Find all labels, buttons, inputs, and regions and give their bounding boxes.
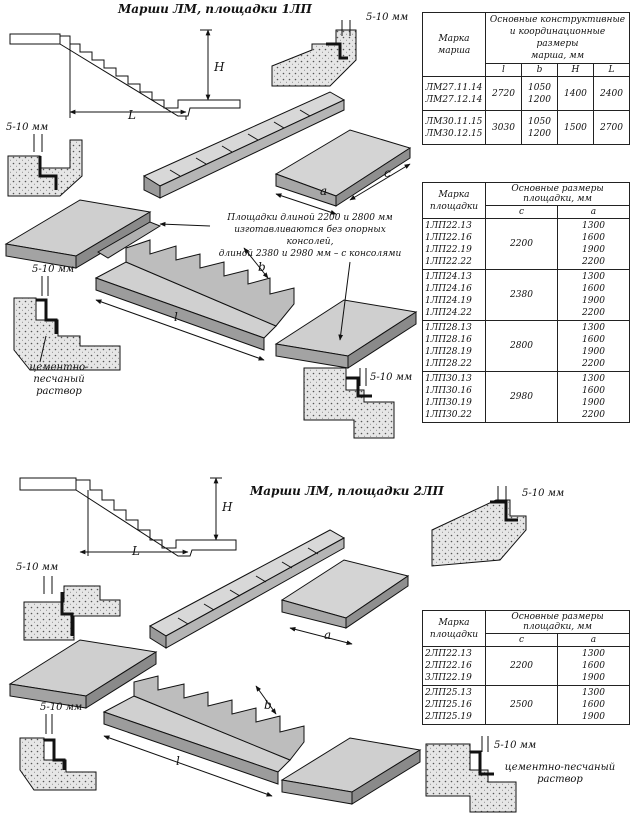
bottom-upper-flight [149,529,346,649]
bottom-upper-landing [280,559,410,645]
top-dim-H: H [214,60,225,74]
bottom-joint-detail-4 [425,736,517,813]
top-gap-label-2: 5-10 мм [6,122,49,133]
top-note-leaders [159,221,351,341]
table-row: 1ЛП24.13 1ЛП24.16 1ЛП24.19 1ЛП24.22 2380… [422,269,631,321]
landing-table-2-group: Основные размеры площадки, мм [485,610,630,634]
bottom-joint-detail-3 [19,714,97,791]
bottom-dim-b: b [264,698,272,712]
top-mortar-label: цементно-песчаный раствор [29,362,89,397]
bottom-joint-detail-2 [23,576,121,641]
march-table: Марка марша Основные конструктивные и ко… [422,12,631,145]
bottom-gap-label-1: 5-10 мм [522,488,565,499]
march-table-group: Основные конструктивные и координационны… [485,12,630,64]
landing-table-2-sub-a: a [556,633,631,647]
top-upper-flight [142,91,346,199]
landing-table-1lp: Марка площадки Основные размеры площадки… [422,182,631,423]
top-right-landing [274,299,418,369]
landing-table-2-col1: Марка площадки [422,610,486,647]
table-row: 1ЛП22.13 1ЛП22.16 1ЛП22.19 1ЛП22.22 2200… [422,218,631,270]
table-row: 2ЛП25.13 2ЛП25.16 2ЛП25.19 2500 1300 160… [422,685,631,725]
bottom-dim-l: l [176,754,180,768]
bottom-lower-landing [8,639,158,709]
table-row: 2ЛП22.13 2ЛП22.16 3ЛП22.19 2200 1300 160… [422,646,631,686]
top-lower-landing [4,199,162,269]
march-table-sub-l: l [485,63,522,77]
bottom-dim-a: a [324,628,332,642]
landing-table-sub-a: a [556,205,631,219]
bottom-gap-label-3: 5-10 мм [40,702,83,713]
bottom-dim-H: H [222,500,233,514]
landing-table-2lp: Марка площадки Основные размеры площадки… [422,610,631,725]
top-section-title: Марши ЛМ, площадки 1ЛП [118,2,312,16]
bottom-right-landing [280,737,422,805]
top-dim-l: l [174,310,178,324]
top-joint-detail-3 [13,276,121,371]
bottom-joint-detail-1 [431,486,527,567]
march-table-sub-b: b [520,63,558,77]
top-joint-detail-2 [7,134,83,197]
bottom-mortar-label: цементно-песчаный раствор [504,762,616,785]
top-dim-a: a [320,184,328,198]
bottom-march-elevation [19,477,237,557]
march-table-sub-L: L [592,63,631,77]
top-upper-landing [274,129,412,215]
top-joint-detail-4 [303,367,395,439]
table-row: 1ЛП28.13 1ЛП28.16 1ЛП28.19 1ЛП28.22 2800… [422,320,631,372]
top-gap-label-3: 5-10 мм [32,264,75,275]
table-row: 1ЛП30.13 1ЛП30.16 1ЛП30.19 1ЛП30.22 2980… [422,371,631,423]
table-row: ЛМ30.11.15 ЛМ30.12.15 3030 1050 1200 150… [422,110,631,145]
bottom-lower-flight [102,675,305,797]
top-note-consoles: Площадки длиной 2200 и 2800 мм изготавли… [218,213,402,259]
top-gap-label-1: 5-10 мм [366,12,409,23]
landing-table-sub-c: c [485,205,558,219]
march-table-sub-H: H [556,63,594,77]
bottom-section-title: Марши ЛМ, площадки 2ЛП [250,484,444,498]
table-row: ЛМ27.11.14 ЛМ27.12.14 2720 1050 1200 140… [422,76,631,111]
top-joint-detail-1 [271,20,357,87]
landing-table-2-sub-c: c [485,633,558,647]
top-dim-L: L [128,108,136,122]
bottom-gap-label-4: 5-10 мм [494,740,537,751]
top-dim-c: c [384,166,391,180]
landing-table-col1: Марка площадки [422,182,486,219]
bottom-gap-label-2: 5-10 мм [16,562,59,573]
top-gap-label-4: 5-10 мм [370,372,413,383]
march-table-col1: Марка марша [422,12,486,77]
bottom-dim-L: L [132,544,140,558]
landing-table-group: Основные размеры площадки, мм [485,182,630,206]
top-march-elevation [9,29,241,120]
top-lower-flight [94,239,295,361]
top-dim-b: b [258,260,266,274]
